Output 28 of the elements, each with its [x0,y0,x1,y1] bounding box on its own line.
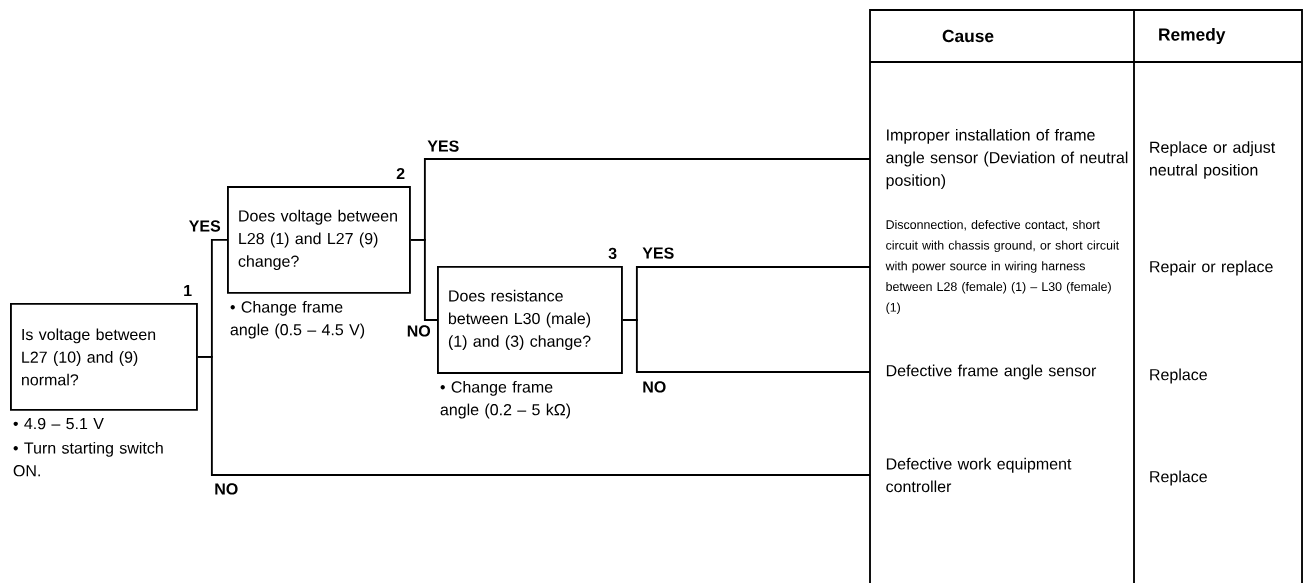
note-text: • Change frame angle (0.2 – 5 kΩ) [440,380,571,419]
column-header: Remedy [1159,27,1226,45]
step-number: 2 [396,167,405,180]
decision-box: Is voltage between L27 (10) and (9) normal? [10,303,198,411]
note-text: • Change frame angle (0.5 – 4.5 V) [230,300,365,339]
remedy-text: Replace [1150,368,1207,384]
edge-label: YES [425,139,461,154]
remedy-text: Repair or replace [1150,260,1273,276]
edge-label: NO [212,481,240,496]
decision-box: Does resistance between L30 (male) (1) and (3) change? [437,266,623,374]
remedy-text: Replace or adjust neutral position [1150,141,1276,179]
decision-box: Does voltage between L28 (1) and L27 (9) change? [227,186,411,294]
edge-label: YES [640,246,676,261]
edge-label: YES [187,219,223,233]
step-number: 3 [608,247,617,260]
note-text: • 4.9 – 5.1 V [13,417,104,430]
edge-label: NO [640,379,668,394]
note-text: • Turn starting switch ON. [13,441,163,477]
cause-text: Improper installation of frame angle sensor (Deviation of neutral position) [886,128,1128,190]
cause-text: Defective frame angle sensor [886,364,1097,380]
cause-text: Defective work equipment controller [886,457,1072,493]
connector-line [409,239,438,321]
step-number: 1 [184,285,192,297]
edge-label: NO [405,323,433,338]
column-header: Cause [942,29,994,43]
cause-text: Disconnection, defective contact, short circuit with chassis ground, or short circuit with power source in wiring harness between L28 (female) (1) – L30 (female) (1) [885,219,1120,315]
connector-line [196,356,871,476]
remedy-text: Replace [1150,470,1207,486]
